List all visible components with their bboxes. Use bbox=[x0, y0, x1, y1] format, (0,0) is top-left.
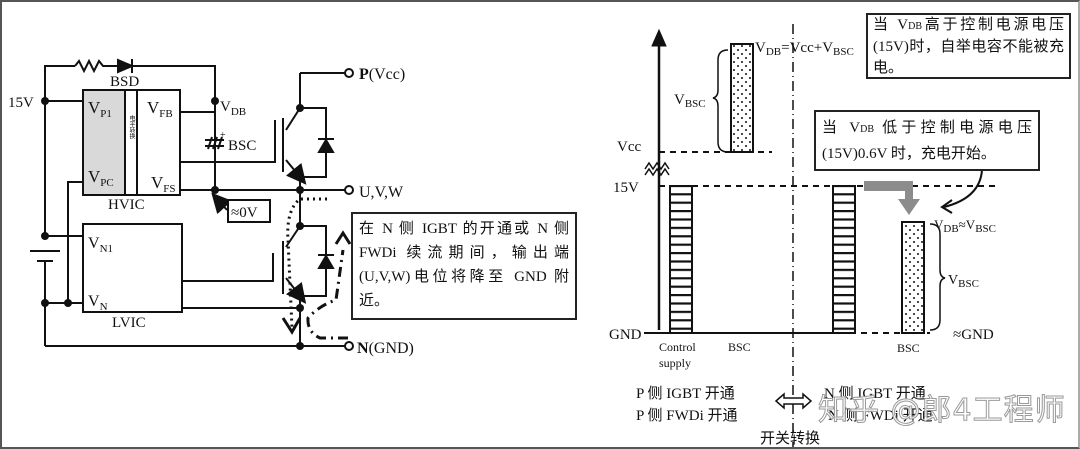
hvic-label: HVIC bbox=[108, 197, 145, 213]
note-pointer-arrow-icon bbox=[943, 169, 983, 208]
circuit bbox=[30, 58, 354, 351]
approx-zero-label: ≈0V bbox=[231, 205, 258, 221]
lvic-label: LVIC bbox=[112, 315, 146, 331]
chart-labels: Vcc 15V GND ≈GND Control supply BSC BSC … bbox=[609, 40, 996, 447]
bsc-label: BSC bbox=[228, 138, 256, 154]
bsc-bar-low bbox=[901, 221, 925, 334]
right-state-line-1: N 侧 IGBT 开通 bbox=[824, 385, 926, 402]
vbsc-brace-left bbox=[712, 49, 729, 153]
junction-dots bbox=[41, 97, 304, 350]
freewheel-arrowhead-icon bbox=[334, 230, 352, 245]
left-state-line-2: P 侧 FWDi 开通 bbox=[636, 407, 738, 424]
bsd-diode-icon bbox=[117, 58, 135, 74]
charge-chart bbox=[644, 24, 1000, 449]
control-supply-bar-left bbox=[669, 185, 693, 334]
bsd-label: BSD bbox=[110, 74, 139, 90]
lvic-box bbox=[82, 223, 183, 313]
v15-label: 15V bbox=[613, 180, 639, 196]
vbsc-label-left: VBSC bbox=[674, 92, 706, 110]
bootstrap-wire bbox=[44, 65, 75, 101]
svg-text:VN1: VN1 bbox=[88, 235, 113, 255]
n-terminal-label: N(GND) bbox=[357, 340, 414, 357]
svg-text:VP1: VP1 bbox=[88, 98, 112, 120]
control-supply-label: Control bbox=[659, 340, 696, 354]
hvic-low-side-region bbox=[82, 89, 126, 196]
zero-volt-pointer bbox=[211, 192, 233, 215]
right-state-line-2: N 侧 FWDi 开通 bbox=[828, 407, 933, 424]
bsc-capacitor-icon bbox=[205, 136, 224, 150]
p-terminal-label: P(Vcc) bbox=[359, 66, 405, 83]
switch-double-arrow-icon bbox=[774, 392, 813, 410]
n-terminal bbox=[344, 341, 354, 351]
svg-text:VDB: VDB bbox=[220, 99, 246, 118]
p-terminal bbox=[344, 68, 354, 78]
svg-text:VFS: VFS bbox=[151, 173, 176, 195]
upper-fwdi-icon bbox=[317, 138, 335, 153]
approx-gnd-label: ≈GND bbox=[953, 327, 994, 343]
svg-text:VFB: VFB bbox=[147, 98, 173, 120]
svg-text:supply: supply bbox=[659, 356, 691, 370]
y-axis-arrowhead-icon bbox=[651, 28, 667, 47]
vbsc-brace-right bbox=[929, 223, 946, 331]
gnd-label: GND bbox=[609, 327, 642, 343]
vdb-equation-label: VDB=Vcc+VBSC bbox=[755, 40, 854, 58]
freewheel-path-dashdot bbox=[306, 249, 348, 340]
charging-flow-arrow-icon bbox=[864, 181, 920, 215]
discharge-arrowhead-icon bbox=[281, 317, 302, 335]
bsc-label-left: BSC bbox=[728, 340, 751, 354]
lower-fwdi-icon bbox=[317, 254, 335, 269]
watermark: 知乎 @郎4工程师 bbox=[818, 393, 1066, 429]
switch-label: 开关转换 bbox=[760, 430, 820, 447]
svg-text:VPC: VPC bbox=[88, 167, 114, 189]
uvw-terminal-label: U,V,W bbox=[359, 184, 404, 201]
zero-volt-box bbox=[227, 199, 271, 223]
svg-text:VN: VN bbox=[88, 293, 108, 313]
control-supply-bar-right bbox=[832, 185, 856, 334]
resistor-icon bbox=[74, 58, 123, 74]
bsc-bar-high bbox=[730, 43, 754, 153]
level-shift-strip bbox=[124, 89, 138, 196]
output-drop-note: 在 N 侧 IGBT 的开通或 N 侧 FWDi 续流期间，输出端 (U,V,W… bbox=[351, 212, 577, 320]
level-shift-label: 电平转换 bbox=[128, 114, 135, 140]
vcc-label: Vcc bbox=[617, 139, 641, 155]
no-charge-note: 当 VDB高于控制电源电压(15V)时，自举电容不能被充电。 bbox=[866, 13, 1071, 79]
left-state-line-1: P 侧 IGBT 开通 bbox=[636, 385, 735, 402]
circuit-labels: 15V BSD VP1 VPC VFB VFS 电平转换 HVIC VN1 VN… bbox=[8, 66, 414, 357]
svg-text:+: + bbox=[220, 130, 226, 141]
charge-start-note: 当 VDB 低于控制电源电压(15V)0.6V 时，充电开始。 bbox=[814, 110, 1040, 171]
supply-label: 15V bbox=[8, 95, 34, 111]
vbsc-label-right: VBSC bbox=[948, 273, 979, 290]
uvw-terminal bbox=[344, 185, 354, 195]
upper-igbt-icon bbox=[282, 107, 327, 190]
vdb-approx-label: VDB≈VBSC bbox=[934, 217, 996, 235]
bsc-label-right: BSC bbox=[897, 341, 920, 355]
axis-break-icon bbox=[644, 161, 670, 177]
